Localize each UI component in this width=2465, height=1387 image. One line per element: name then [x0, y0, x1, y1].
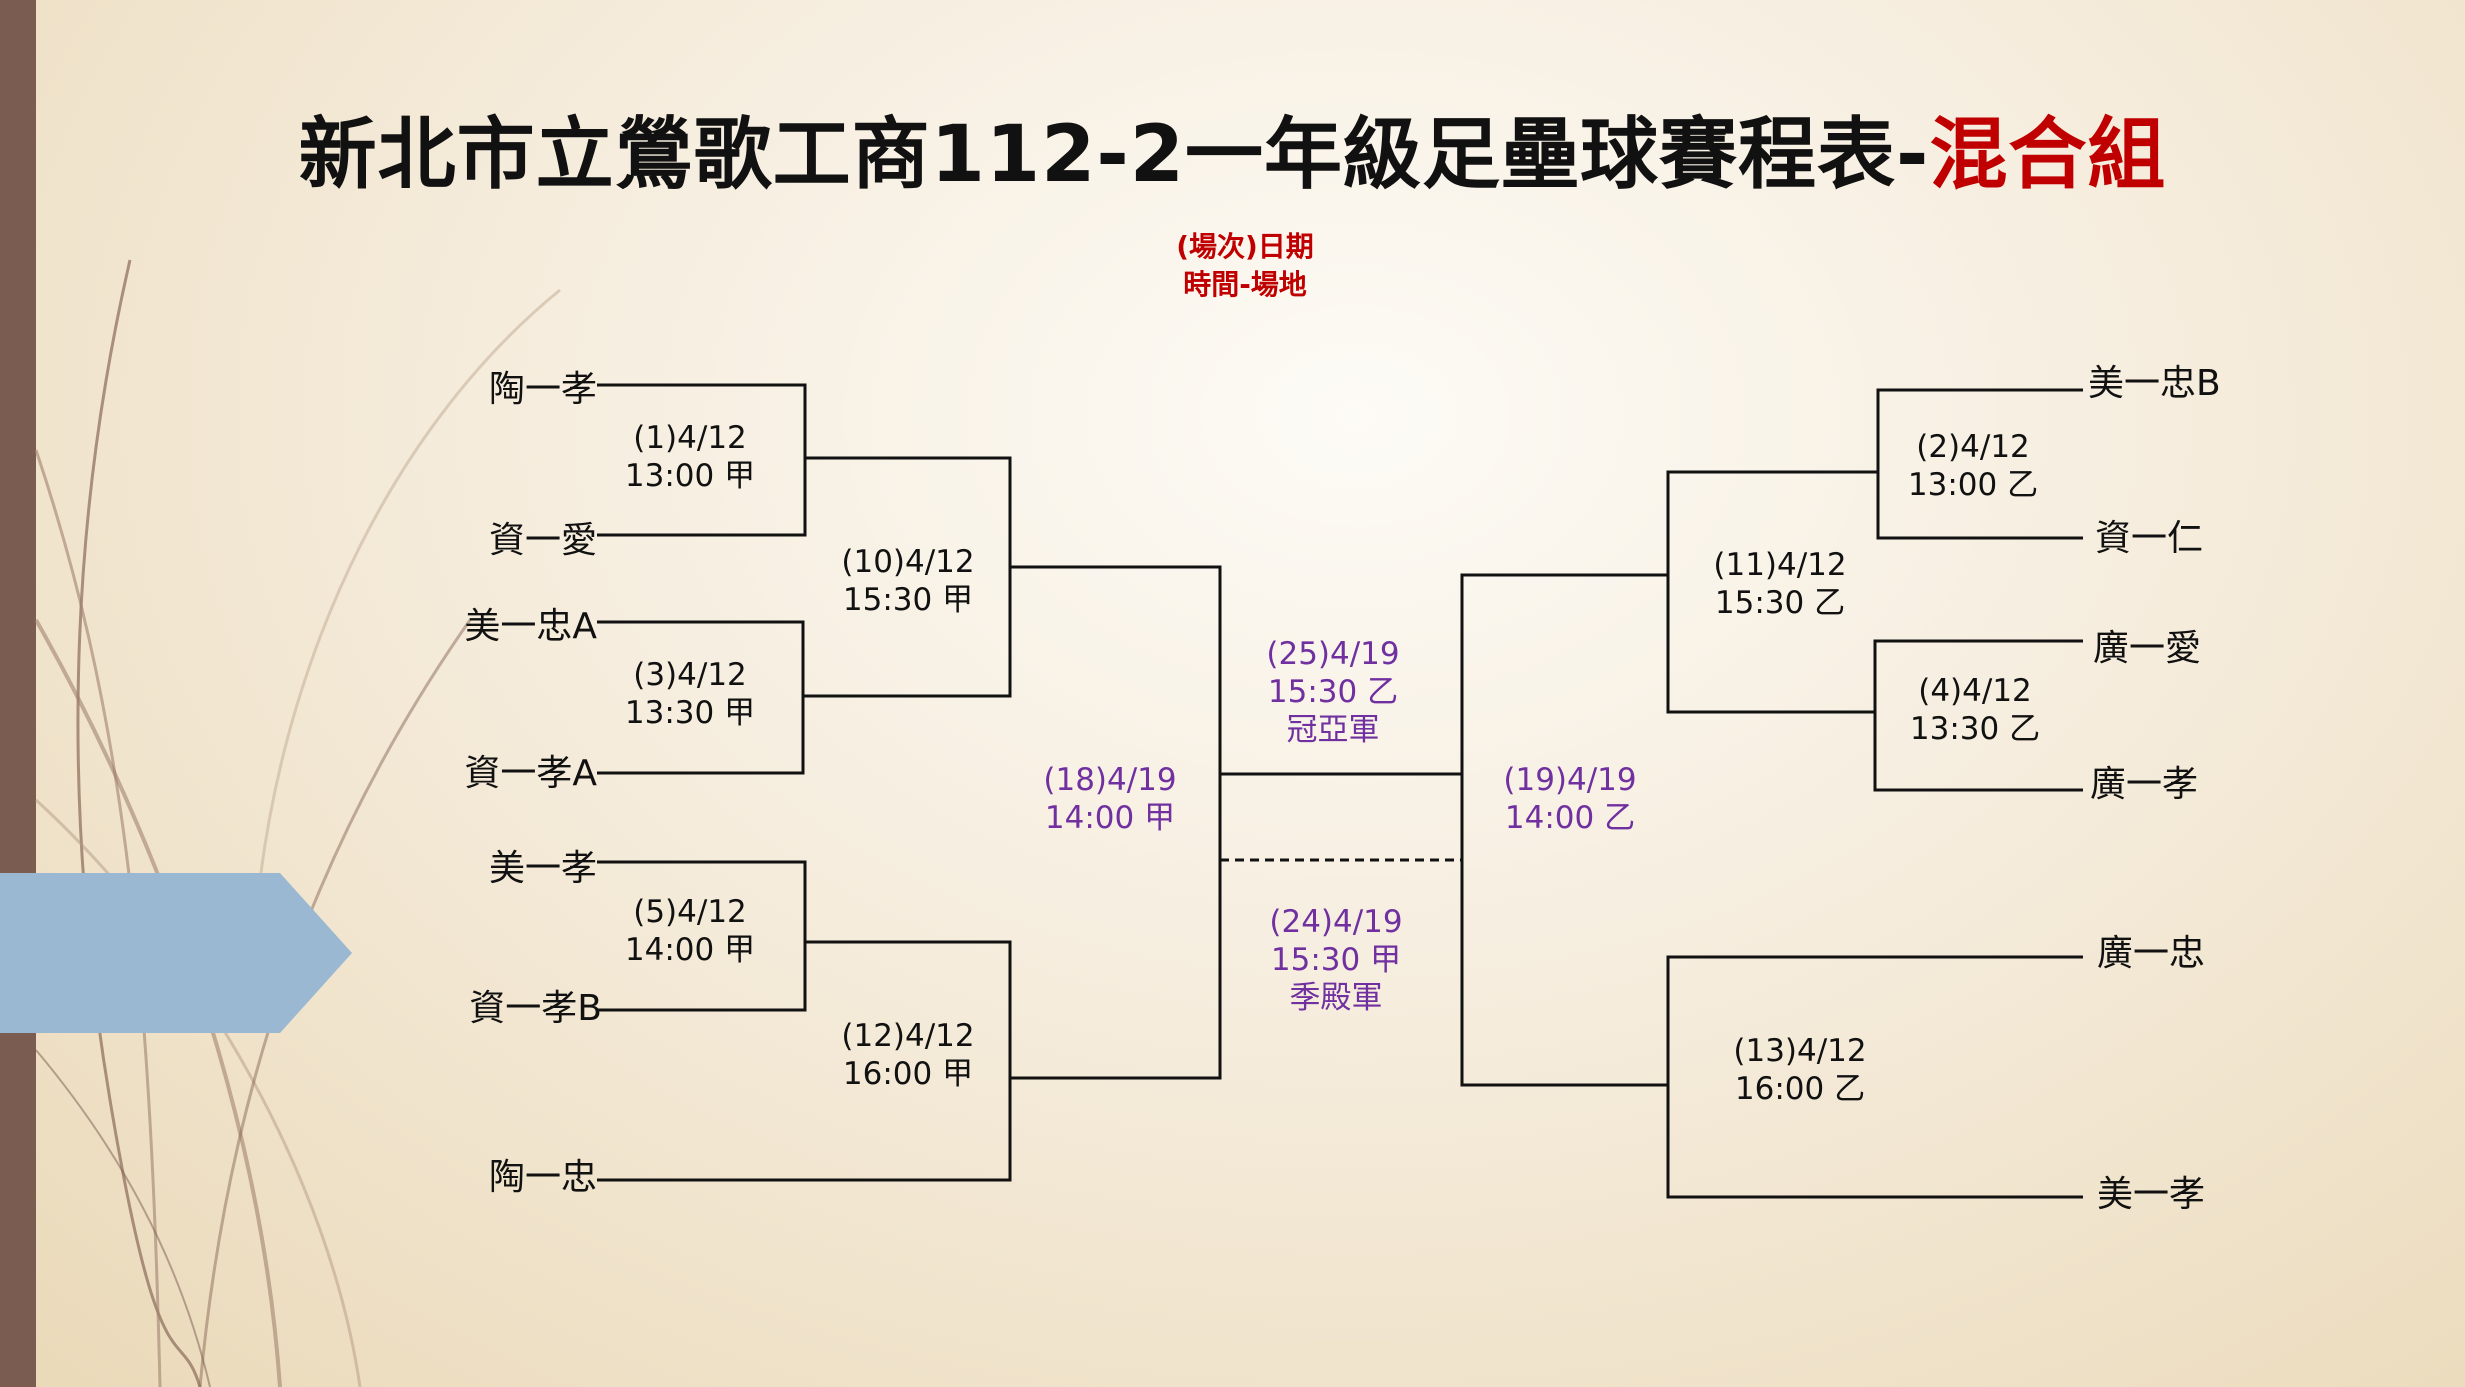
match-1-date: (1)4/12 — [633, 420, 747, 456]
match-11: (11)4/12 15:30 乙 — [1670, 546, 1890, 622]
page-title: 新北市立鶯歌工商112-2一年級足壘球賽程表-混合組 — [0, 92, 2465, 204]
match-12-time: 16:00 甲 — [842, 1056, 974, 1092]
match-3: (3)4/12 13:30 甲 — [580, 656, 800, 732]
team-left-7: 陶一忠 — [488, 1157, 597, 1198]
match-13-date: (13)4/12 — [1733, 1033, 1867, 1069]
match-24-third: (24)4/19 15:30 甲 季殿軍 — [1226, 903, 1446, 1017]
match-5-date: (5)4/12 — [633, 894, 747, 930]
match-1: (1)4/12 13:00 甲 — [580, 419, 800, 495]
match-11-time: 15:30 乙 — [1714, 585, 1846, 621]
match-1-time: 13:00 甲 — [624, 458, 756, 494]
match-2-time: 13:00 乙 — [1907, 467, 2039, 503]
match-12-date: (12)4/12 — [841, 1018, 975, 1054]
team-left-6: 資一孝B — [469, 988, 602, 1029]
team-left-4: 資一孝A — [464, 753, 597, 794]
match-10-date: (10)4/12 — [841, 544, 975, 580]
match-25-time: 15:30 乙 — [1267, 674, 1399, 710]
match-5-time: 14:00 甲 — [624, 932, 756, 968]
match-4-time: 13:30 乙 — [1909, 711, 2041, 747]
match-3-time: 13:30 甲 — [624, 695, 756, 731]
team-right-2: 資一仁 — [2095, 518, 2204, 559]
match-4: (4)4/12 13:30 乙 — [1865, 672, 2085, 748]
match-25-label: 冠亞軍 — [1286, 712, 1380, 748]
match-19-time: 14:00 乙 — [1504, 800, 1636, 836]
match-11-date: (11)4/12 — [1713, 547, 1847, 583]
team-right-1: 美一忠B — [2088, 363, 2221, 404]
match-13-time: 16:00 乙 — [1734, 1071, 1866, 1107]
match-24-time: 15:30 甲 — [1270, 942, 1402, 978]
match-12: (12)4/12 16:00 甲 — [798, 1017, 1018, 1093]
match-18-date: (18)4/19 — [1043, 762, 1177, 798]
bracket-left — [597, 383, 1222, 1182]
arrow-tab-decor — [0, 873, 352, 1033]
legend: (場次)日期 時間-場地 — [1045, 228, 1445, 304]
team-right-3: 廣一愛 — [2093, 628, 2202, 669]
legend-line1: (場次)日期 — [1176, 230, 1314, 263]
left-decor-bar — [0, 0, 36, 1387]
match-18-time: 14:00 甲 — [1044, 800, 1176, 836]
match-3-date: (3)4/12 — [633, 657, 747, 693]
title-accent: 混合組 — [1929, 110, 2167, 200]
match-19-date: (19)4/19 — [1503, 762, 1637, 798]
match-10: (10)4/12 15:30 甲 — [798, 543, 1018, 619]
match-4-date: (4)4/12 — [1918, 673, 2032, 709]
match-25-date: (25)4/19 — [1266, 636, 1400, 672]
match-24-date: (24)4/19 — [1269, 904, 1403, 940]
match-24-label: 季殿軍 — [1289, 980, 1383, 1016]
match-13: (13)4/12 16:00 乙 — [1690, 1032, 1910, 1108]
team-left-5: 美一孝 — [488, 848, 597, 889]
match-5: (5)4/12 14:00 甲 — [580, 893, 800, 969]
legend-line2: 時間-場地 — [1183, 268, 1307, 301]
team-left-2: 資一愛 — [488, 520, 597, 561]
team-right-6: 美一孝 — [2097, 1174, 2206, 1215]
match-18: (18)4/19 14:00 甲 — [1000, 761, 1220, 837]
match-2: (2)4/12 13:00 乙 — [1863, 428, 2083, 504]
match-10-time: 15:30 甲 — [842, 582, 974, 618]
match-25-final: (25)4/19 15:30 乙 冠亞軍 — [1223, 635, 1443, 749]
match-2-date: (2)4/12 — [1916, 429, 2030, 465]
team-left-1: 陶一孝 — [488, 369, 597, 410]
team-right-5: 廣一忠 — [2097, 933, 2206, 974]
bracket-right — [1460, 388, 2083, 1199]
match-19: (19)4/19 14:00 乙 — [1460, 761, 1680, 837]
team-left-3: 美一忠A — [464, 606, 597, 647]
team-right-4: 廣一孝 — [2090, 764, 2199, 805]
title-main: 新北市立鶯歌工商112-2一年級足壘球賽程表- — [298, 110, 1930, 200]
